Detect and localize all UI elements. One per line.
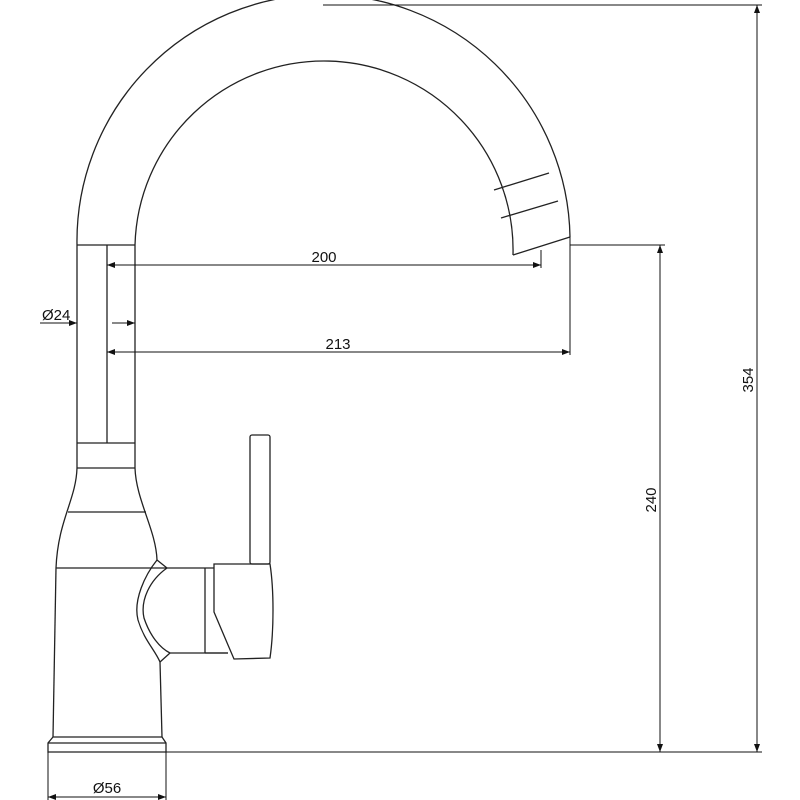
dimension-200: 200 xyxy=(107,249,541,268)
dimension-200-label: 200 xyxy=(311,249,336,266)
extension-lines xyxy=(47,4,762,800)
dimension-354-label: 354 xyxy=(740,367,757,392)
spout xyxy=(76,0,571,256)
dimension-d56: Ø56 xyxy=(48,780,166,800)
dimension-354: 354 xyxy=(740,5,760,752)
dimension-213-label: 213 xyxy=(325,336,350,353)
dimension-d24-label: Ø24 xyxy=(42,307,70,324)
dimension-240: 240 xyxy=(643,245,663,752)
dimension-d24: Ø24 xyxy=(40,307,135,326)
dimension-240-label: 240 xyxy=(643,487,660,512)
lever-handle xyxy=(136,434,274,663)
dimension-213: 213 xyxy=(107,336,570,355)
dimension-d56-label: Ø56 xyxy=(93,780,121,797)
